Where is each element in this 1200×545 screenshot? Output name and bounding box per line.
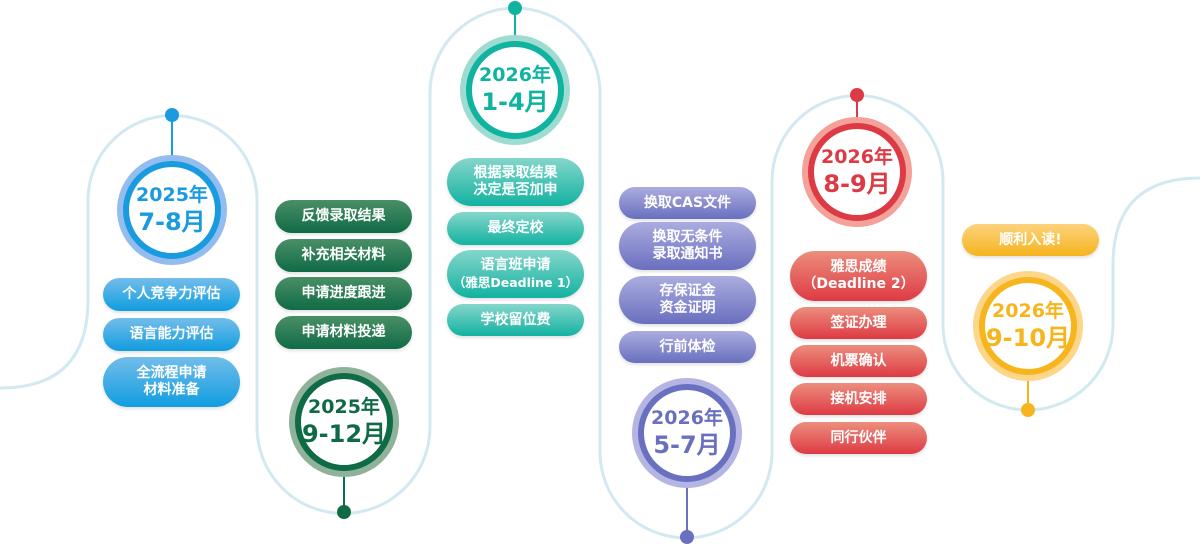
stage-task-pill: 个人竞争力评估	[103, 278, 240, 311]
task-label: 学校留位费	[480, 311, 551, 328]
stage-task-pill: 申请进度跟进	[275, 277, 412, 310]
task-label: 同行伙伴	[830, 429, 887, 446]
stage-task-pill: 存保证金资金证明	[619, 276, 756, 324]
task-label: 签证办理	[830, 314, 887, 331]
task-label: 申请进度跟进	[301, 285, 386, 301]
task-label: 反馈录取结果	[301, 208, 386, 224]
task-label: 存保证金	[659, 283, 716, 299]
task-label: 决定是否加申	[473, 182, 558, 198]
stage-year: 2026年	[651, 407, 723, 429]
task-label: 接机安排	[830, 390, 887, 407]
task-label: 顺利入读!	[999, 231, 1062, 248]
timeline-node-dot	[165, 108, 179, 122]
stage-year: 2026年	[821, 146, 893, 168]
stage-year: 2026年	[992, 300, 1064, 322]
stage-task-pill: 语言能力评估	[103, 318, 240, 351]
stage-task-pill: 顺利入读!	[962, 224, 1099, 256]
stage-year: 2026年	[479, 64, 551, 86]
timeline-node-dot	[508, 1, 522, 15]
task-label: 换取CAS文件	[643, 194, 732, 211]
task-label: 补充相关材料	[301, 247, 386, 263]
stage-months: 1-4月	[481, 88, 549, 116]
task-label: 换取无条件	[652, 229, 723, 245]
task-label: 材料准备	[143, 382, 200, 398]
timeline-node-dot	[680, 530, 694, 544]
timeline-node-dot	[1021, 403, 1035, 417]
stage-task-pill: 接机安排	[790, 383, 927, 415]
timeline-node-dot	[337, 505, 351, 519]
stage-months: 8-9月	[823, 170, 891, 198]
task-label: （Deadline 2）	[802, 276, 915, 292]
stage-months: 7-8月	[138, 208, 206, 236]
task-label: 行前体检	[659, 338, 716, 355]
stage-task-pill: 换取无条件录取通知书	[619, 222, 756, 270]
stage-task-pill: 雅思成绩（Deadline 2）	[790, 251, 927, 301]
stage-task-pill: 最终定校	[447, 212, 584, 245]
stage-task-pill: 同行伙伴	[790, 422, 927, 454]
stage-year: 2025年	[308, 396, 380, 418]
stage-year: 2025年	[136, 184, 208, 206]
stage-months: 9-12月	[301, 420, 387, 448]
task-label: 申请材料投递	[301, 324, 386, 340]
task-label: 语言班申请	[480, 257, 551, 273]
stage-task-pill: 申请材料投递	[275, 316, 412, 349]
stage-task-pill: 行前体检	[619, 331, 756, 363]
task-label: 雅思成绩	[830, 259, 887, 275]
stage-task-pill: 语言班申请 （雅思Deadline 1）	[447, 250, 584, 298]
stage-task-pill: 根据录取结果决定是否加申	[447, 158, 584, 206]
stage-months: 5-7月	[653, 431, 721, 459]
task-label: 语言能力评估	[129, 326, 214, 342]
stage-task-pill: 机票确认	[790, 345, 927, 377]
stage-task-pill: 签证办理	[790, 307, 927, 339]
task-label: 录取通知书	[652, 246, 723, 262]
stage-months: 9-10月	[985, 324, 1071, 352]
stage-task-pill: 全流程申请材料准备	[103, 357, 240, 407]
task-label: （雅思Deadline 1）	[452, 275, 579, 290]
task-label: 个人竞争力评估	[122, 286, 221, 302]
stage-task-pill: 补充相关材料	[275, 239, 412, 272]
task-label: 资金证明	[659, 300, 716, 316]
task-label: 全流程申请	[136, 365, 207, 381]
task-label: 机票确认	[830, 352, 887, 369]
stage-task-pill: 换取CAS文件	[619, 187, 756, 219]
task-label: 最终定校	[487, 220, 544, 236]
stage-task-pill: 反馈录取结果	[275, 200, 412, 233]
stage-task-pill: 学校留位费	[447, 304, 584, 336]
timeline-node-dot	[850, 88, 864, 102]
task-label: 根据录取结果	[473, 165, 558, 181]
